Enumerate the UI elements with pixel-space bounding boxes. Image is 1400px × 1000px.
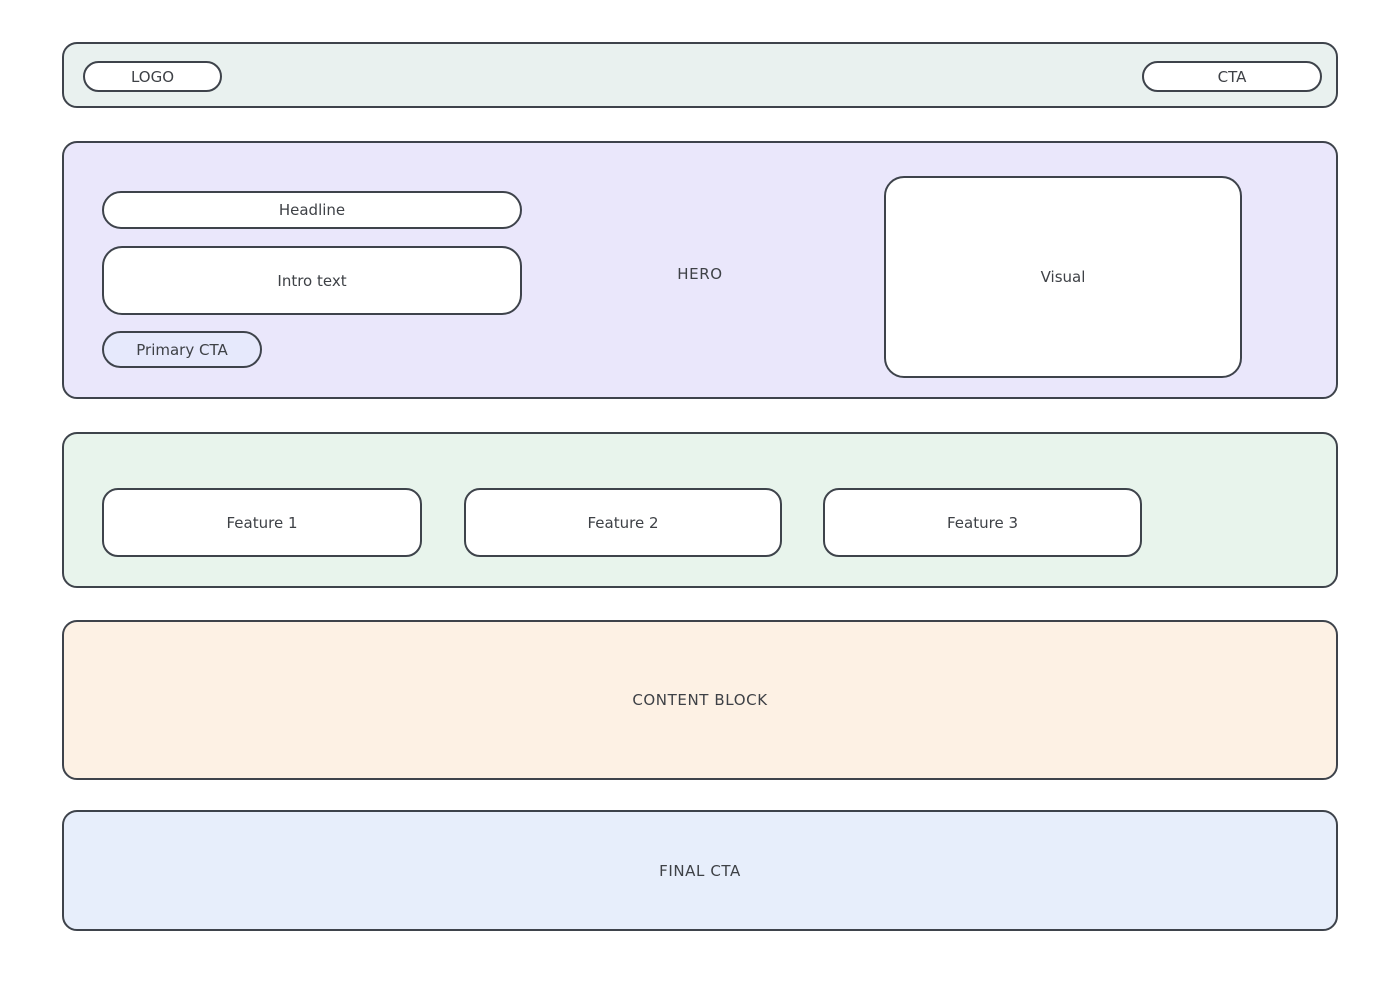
feature-card-2: Feature 2	[464, 488, 782, 557]
feature-3-label: Feature 3	[947, 513, 1018, 532]
visual-placeholder: Visual	[884, 176, 1242, 378]
feature-card-1: Feature 1	[102, 488, 422, 557]
feature-2-label: Feature 2	[587, 513, 659, 532]
headline-label: Headline	[278, 201, 346, 219]
features-section: Feature 1 Feature 2 Feature 3	[62, 432, 1338, 588]
feature-1-label: Feature 1	[226, 513, 298, 532]
content-block-section: CONTENT BLOCK	[62, 620, 1338, 780]
intro-text-label: Intro text	[277, 271, 347, 290]
final-cta-label: FINAL CTA	[659, 861, 741, 880]
primary-cta-label: Primary CTA	[136, 340, 228, 359]
top-bar: LOGO CTA	[62, 42, 1338, 108]
logo-label: LOGO	[130, 67, 175, 86]
primary-cta-button[interactable]: Primary CTA	[102, 331, 262, 368]
final-cta-section[interactable]: FINAL CTA	[62, 810, 1338, 931]
hero-section-label: HERO	[677, 265, 723, 283]
headline-placeholder: Headline	[102, 191, 522, 229]
logo-button[interactable]: LOGO	[83, 61, 222, 92]
nav-cta-button[interactable]: CTA	[1142, 61, 1322, 92]
hero-section: Headline Intro text Primary CTA HERO Vis…	[62, 141, 1338, 399]
feature-card-3: Feature 3	[823, 488, 1142, 557]
visual-label: Visual	[1040, 268, 1086, 286]
nav-cta-label: CTA	[1217, 67, 1247, 86]
content-block-label: CONTENT BLOCK	[632, 691, 768, 709]
intro-text-placeholder: Intro text	[102, 246, 522, 315]
